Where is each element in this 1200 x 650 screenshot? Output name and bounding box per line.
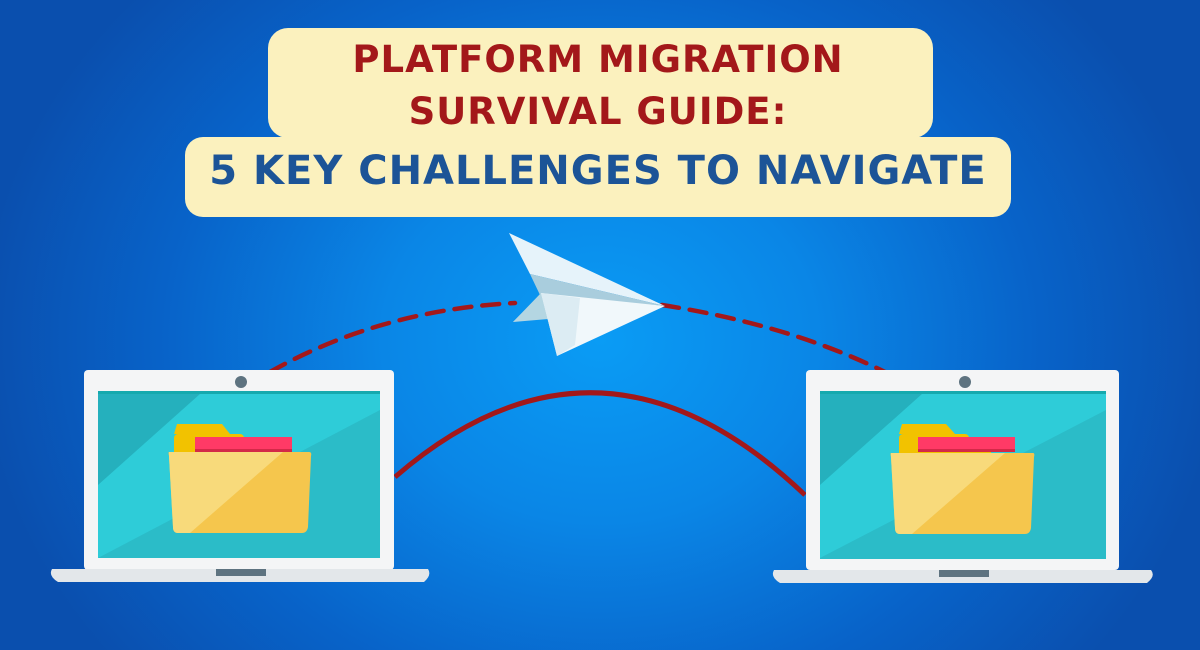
dashed-flight-path-right — [659, 302, 888, 375]
title-line-1: PLATFORM MIGRATION — [352, 38, 844, 81]
paper-plane-icon — [509, 233, 665, 356]
right-laptop — [772, 370, 1153, 583]
title-line-2: SURVIVAL GUIDE: — [408, 90, 788, 133]
title-banner — [185, 28, 1011, 217]
title-line-3: 5 KEY CHALLENGES TO NAVIGATE — [209, 148, 987, 194]
folder-icon — [168, 424, 312, 533]
dashed-flight-path-left — [267, 300, 518, 375]
left-laptop — [50, 370, 430, 582]
solid-transfer-arc — [393, 390, 807, 497]
folder-icon — [890, 424, 1035, 534]
